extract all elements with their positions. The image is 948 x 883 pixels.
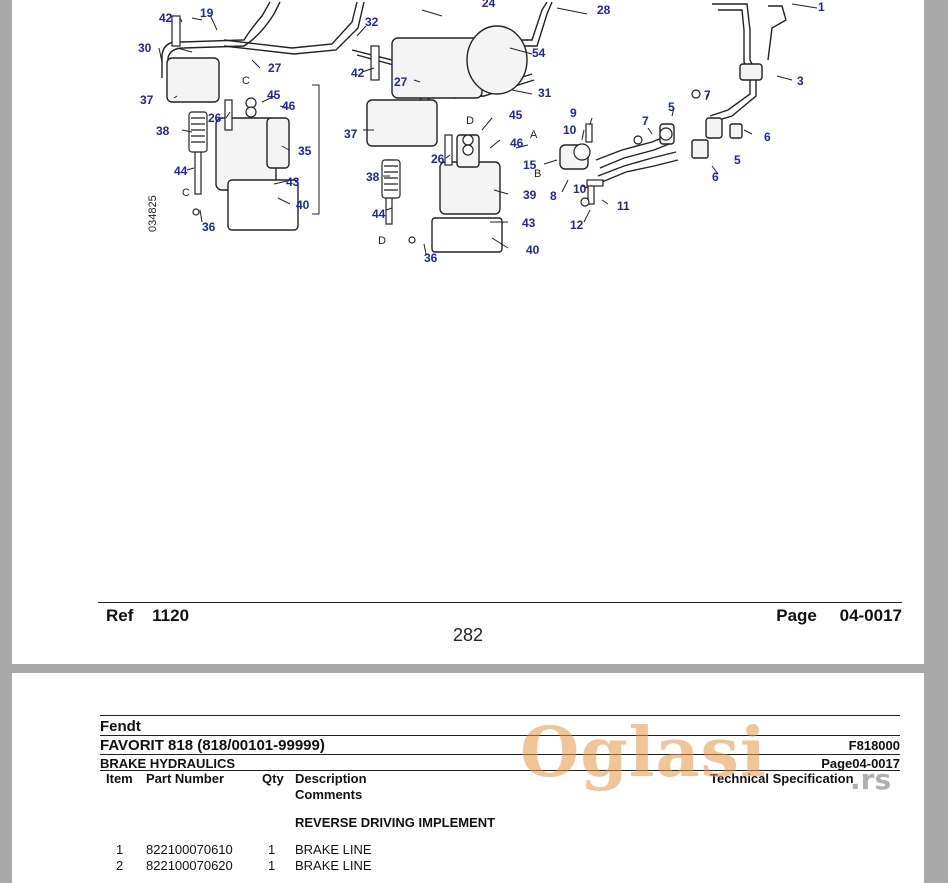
page-number: 282 xyxy=(452,625,484,645)
catalog-page-parts-list: Fendt FAVORIT 818 (818/00101-99999) F818… xyxy=(12,673,924,883)
callout-number: 45 xyxy=(267,88,281,102)
callout-number: 10 xyxy=(573,182,587,196)
callout-number: 27 xyxy=(394,75,408,89)
brand-name: Fendt xyxy=(100,718,141,735)
col-item: Item xyxy=(106,771,133,786)
col-part-number: Part Number xyxy=(146,771,225,786)
page-reference: Page04-0017 xyxy=(821,756,900,771)
callout-number: 37 xyxy=(140,93,154,107)
callout-number: 42 xyxy=(351,66,365,80)
callout-number: 44 xyxy=(372,207,386,221)
callout-number: 36 xyxy=(424,251,438,265)
ref-footer: Ref 1120 Page 04-0017 xyxy=(98,602,902,629)
reference-letters: C C D D A B xyxy=(182,75,541,247)
callout-number: 7 xyxy=(642,114,649,128)
row-item: 2 xyxy=(116,858,124,873)
callout-number: 3 xyxy=(797,74,804,88)
callout-number: 35 xyxy=(298,144,312,158)
callout-number: 38 xyxy=(156,124,170,138)
callout-number: 31 xyxy=(538,86,552,100)
ref-value: 1120 xyxy=(152,606,190,625)
callout-number: 7 xyxy=(704,88,711,102)
row-description: BRAKE LINE xyxy=(295,842,372,857)
model-code: F818000 xyxy=(848,738,900,753)
callout-number: 44 xyxy=(174,164,188,178)
callout-number: 36 xyxy=(202,220,216,234)
callout-number: 28 xyxy=(597,3,611,17)
callout-number: 10 xyxy=(563,123,577,137)
page-value: 04-0017 xyxy=(839,606,902,625)
callout-number: 39 xyxy=(523,188,537,202)
section-title: BRAKE HYDRAULICS xyxy=(100,756,236,771)
callout-number: 38 xyxy=(366,170,380,184)
callout-number: 27 xyxy=(268,61,282,75)
watermark-logo: Oglasi xyxy=(520,713,767,793)
divider xyxy=(100,735,900,736)
callout-number: 12 xyxy=(570,218,584,232)
reference-letter: D xyxy=(378,235,386,247)
callout-number: 40 xyxy=(296,198,310,212)
callout-number: 15 xyxy=(523,158,537,172)
callout-number: 32 xyxy=(365,15,379,29)
col-description: Description xyxy=(295,771,367,786)
row-part-number: 822100070620 xyxy=(146,858,233,873)
row-part-number: 822100070610 xyxy=(146,842,233,857)
callout-number: 5 xyxy=(668,100,675,114)
row-item: 1 xyxy=(116,842,124,857)
col-qty: Qty xyxy=(262,771,284,786)
col-tech-spec: Technical Specification xyxy=(710,771,854,786)
callout-number: 46 xyxy=(510,136,524,150)
callout-number: 46 xyxy=(282,99,296,113)
reference-letter: A xyxy=(530,129,538,141)
callout-number: 37 xyxy=(344,127,358,141)
watermark-suffix: .rs xyxy=(850,763,892,796)
callout-number: 19 xyxy=(200,6,214,20)
reference-letter: D xyxy=(466,115,474,127)
reference-letter: C xyxy=(182,187,190,199)
callout-number: 42 xyxy=(159,11,173,25)
callout-number: 1 xyxy=(818,0,825,14)
group-heading: REVERSE DRIVING IMPLEMENT xyxy=(295,815,496,830)
row-qty: 1 xyxy=(268,858,276,873)
callout-number: 6 xyxy=(712,170,719,184)
col-comments: Comments xyxy=(295,787,363,802)
reference-letter: B xyxy=(534,168,541,180)
callout-number: 5 xyxy=(734,153,741,167)
callout-number: 43 xyxy=(286,175,300,189)
model-title: FAVORIT 818 (818/00101-99999) xyxy=(100,737,325,754)
divider xyxy=(100,770,900,771)
callout-number: 8 xyxy=(550,189,557,203)
row-qty: 1 xyxy=(268,842,276,857)
callout-number: 26 xyxy=(431,152,445,166)
callout-number: 9 xyxy=(570,106,577,120)
callout-number: 40 xyxy=(526,243,540,257)
callout-number: 54 xyxy=(532,46,546,60)
reference-letter: C xyxy=(242,75,250,87)
page-label: Page xyxy=(776,606,817,625)
divider xyxy=(100,754,900,755)
callout-number: 30 xyxy=(138,41,152,55)
callout-number: 26 xyxy=(208,111,222,125)
callout-number: 11 xyxy=(617,199,630,213)
ref-label: Ref xyxy=(106,606,134,625)
row-description: BRAKE LINE xyxy=(295,858,372,873)
callout-number: 45 xyxy=(509,108,523,122)
drawing-code: 034825 xyxy=(147,195,159,232)
callout-number: 6 xyxy=(764,130,771,144)
divider xyxy=(100,715,900,716)
callout-number: 43 xyxy=(522,216,536,230)
callout-number: 24 xyxy=(482,0,496,10)
